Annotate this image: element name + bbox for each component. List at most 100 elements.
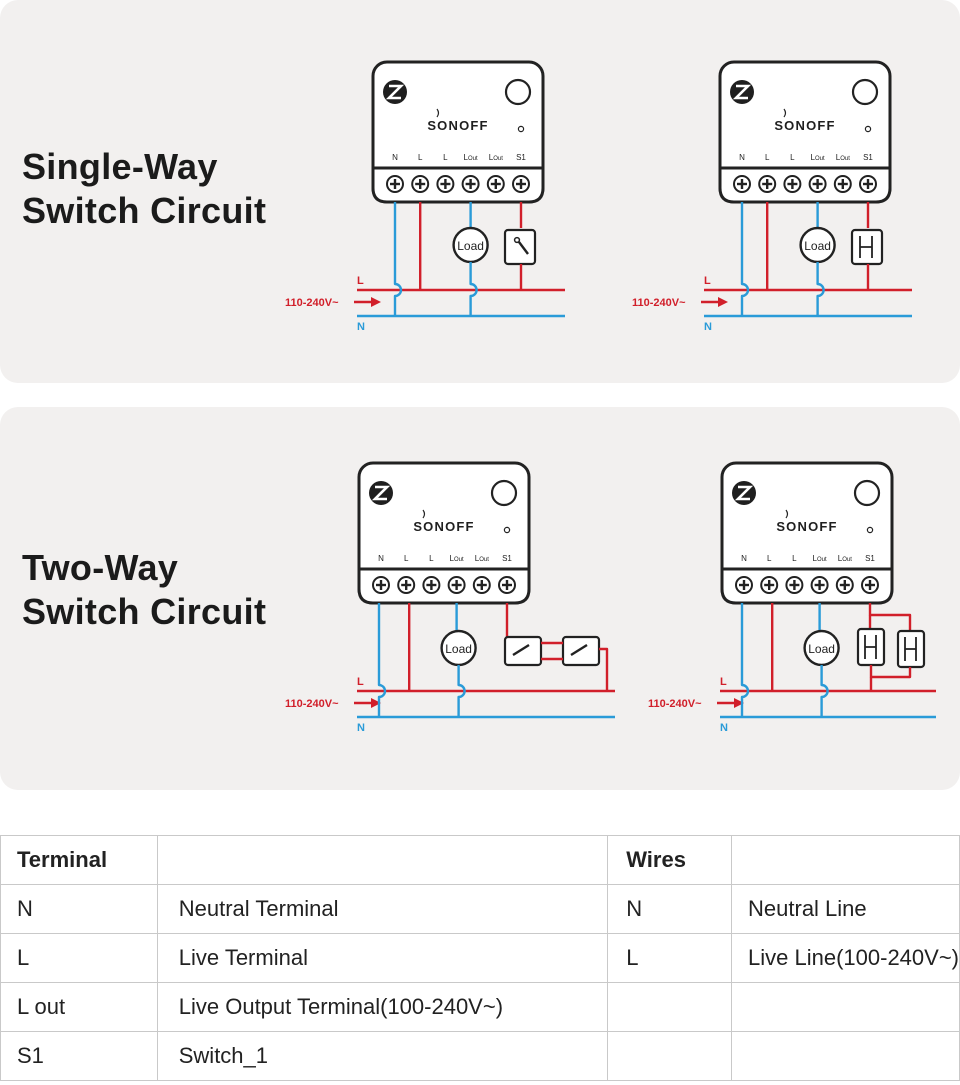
- neutral-wire: [740, 202, 750, 316]
- signal-icon: [422, 509, 426, 519]
- live-line-label: L: [704, 275, 711, 287]
- table-cell: Live Output Terminal(100-240V~): [156, 982, 609, 1032]
- voltage-label: 110-240V~: [648, 698, 702, 710]
- two-way-title-line1: Two-Way: [22, 547, 179, 588]
- neutral-line-label: N: [357, 321, 365, 333]
- terminal-label: S1: [516, 153, 526, 162]
- table-cell: S1: [0, 1031, 158, 1081]
- input-arrow-icon: [734, 698, 744, 708]
- terminal-label: N: [392, 153, 398, 162]
- rocker-switch-icon: [503, 228, 537, 266]
- switch-lever: [518, 241, 529, 255]
- neutral-line-label: N: [704, 321, 712, 333]
- terminal-label-sub: Out: [815, 156, 825, 162]
- two-way-switch-2-icon: [561, 635, 601, 667]
- table-cell: Neutral Terminal: [156, 884, 609, 934]
- table-cell: [607, 982, 733, 1032]
- signal-icon: [783, 108, 787, 118]
- indicator-led-icon: [866, 526, 874, 534]
- terminal-label-sub: Out: [468, 156, 478, 162]
- terminal-label-sub: Out: [817, 557, 827, 563]
- table-row: L Live Terminal L Live Line(100-240V~): [0, 933, 960, 983]
- status-button-icon: [490, 479, 518, 507]
- table-cell: [607, 1031, 733, 1081]
- zigbee-z-glyph: [732, 84, 752, 100]
- neutral-line-label: N: [720, 722, 728, 734]
- terminal-label: L: [429, 554, 434, 563]
- switch-1-lever: [512, 643, 530, 657]
- terminal-label: L: [767, 554, 772, 563]
- table-cell: [731, 982, 960, 1032]
- input-arrow-icon: [371, 297, 381, 307]
- terminal-label: LOut: [838, 554, 852, 563]
- terminal-label: N: [741, 554, 747, 563]
- table-row: L out Live Output Terminal(100-240V~): [0, 982, 960, 1032]
- switch-return-wire: [869, 665, 912, 679]
- terminal-label-sub: Out: [840, 156, 850, 162]
- load-label: Load: [457, 239, 484, 253]
- table-cell: L: [607, 933, 733, 983]
- live-line-label: L: [357, 676, 364, 688]
- switch-2-lever: [570, 643, 588, 657]
- terminal-label: S1: [502, 554, 512, 563]
- switch-pivot-icon: [513, 236, 521, 244]
- indicator-led-icon: [517, 125, 525, 133]
- load-label: Load: [804, 239, 831, 253]
- neutral-wire: [377, 603, 387, 717]
- s1-wire: [868, 603, 912, 631]
- status-button-icon: [851, 78, 879, 106]
- terminal-label: S1: [865, 554, 875, 563]
- terminal-label: LOut: [464, 153, 478, 162]
- push-switch-1-contact: [864, 635, 877, 659]
- terminal-label: LOut: [836, 153, 850, 162]
- table-cell: [731, 1031, 960, 1081]
- zigbee-z-glyph: [734, 485, 754, 501]
- voltage-label: 110-240V~: [632, 297, 686, 309]
- voltage-label: 110-240V~: [285, 698, 339, 710]
- single-way-title: Single-Way Switch Circuit: [22, 145, 266, 233]
- load-neutral-wire: [816, 262, 825, 316]
- two-way-switch-1-icon: [503, 635, 543, 667]
- zigbee-z-glyph: [385, 84, 405, 100]
- load-neutral-wire: [469, 262, 478, 316]
- terminal-label: LOut: [813, 554, 827, 563]
- status-button-icon: [504, 78, 532, 106]
- neutral-wire: [393, 202, 403, 316]
- table-row: S1 Switch_1: [0, 1031, 960, 1081]
- two-way-title-line2: Switch Circuit: [22, 591, 267, 632]
- traveler-wires: [541, 641, 563, 661]
- brand-logo-text: SONOFF: [413, 519, 474, 534]
- two-way-title: Two-Way Switch Circuit: [22, 546, 266, 634]
- table-cell: Live Terminal: [156, 933, 609, 983]
- terminal-label: LOut: [475, 554, 489, 563]
- table-header-wires: Wires: [607, 835, 733, 885]
- live-line-label: L: [720, 676, 727, 688]
- switch-live-wire: [599, 647, 609, 691]
- terminal-label: LOut: [811, 153, 825, 162]
- table-header-blank: [156, 835, 609, 885]
- status-button-icon: [853, 479, 881, 507]
- terminal-label: N: [378, 554, 384, 563]
- terminal-label: L: [765, 153, 770, 162]
- terminal-label-sub: Out: [479, 557, 489, 563]
- single-way-title-line2: Switch Circuit: [22, 190, 267, 231]
- terminal-label-sub: Out: [493, 156, 503, 162]
- voltage-label: 110-240V~: [285, 297, 339, 309]
- neutral-line-label: N: [357, 722, 365, 734]
- input-arrow-icon: [718, 297, 728, 307]
- terminal-label: LOut: [489, 153, 503, 162]
- terminal-label: L: [443, 153, 448, 162]
- table-cell: L: [0, 933, 158, 983]
- table-cell: Live Line(100-240V~): [731, 933, 960, 983]
- terminal-table: Terminal Wires N Neutral Terminal N Neut…: [0, 835, 960, 1081]
- brand-logo-text: SONOFF: [776, 519, 837, 534]
- input-arrow-icon: [371, 698, 381, 708]
- terminal-label: L: [792, 554, 797, 563]
- neutral-wire: [740, 603, 750, 717]
- terminal-label: L: [404, 554, 409, 563]
- terminal-label-sub: Out: [454, 557, 464, 563]
